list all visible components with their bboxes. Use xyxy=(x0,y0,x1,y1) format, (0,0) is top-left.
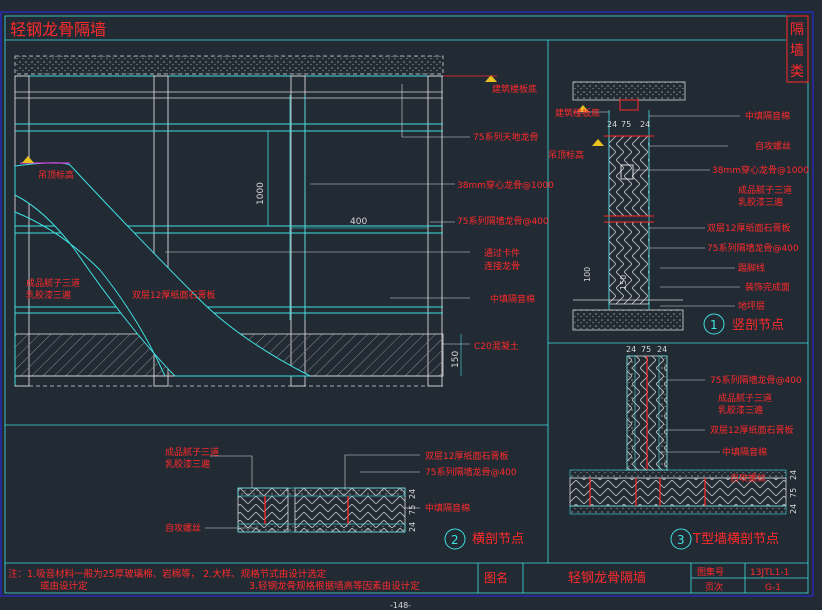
horizontal-node: 24 75 24 成品腻子三道 乳胶漆三遍 双层12厚纸面石膏板 75系列隔墙龙… xyxy=(165,446,524,550)
tlabel-insulation: 中填隔音棉 xyxy=(722,446,767,458)
tdim-side-a: 24 xyxy=(789,470,798,480)
label-clip-1: 通过卡件 xyxy=(484,247,520,259)
vlabel-ceiling: 建筑楼板底 xyxy=(555,107,600,119)
label-insulation: 中填隔音棉 xyxy=(490,293,535,305)
hnode-number: 2 xyxy=(451,533,459,547)
atlas-no-label: 图集号 xyxy=(697,566,724,578)
vnode-number: 1 xyxy=(710,318,718,332)
elevation-view: 1000 400 150 建筑楼板底 75系列天地龙骨 吊顶标高 38mm穿心龙… xyxy=(14,55,554,387)
vdim-a: 24 xyxy=(607,120,617,129)
hlabel-screw: 自攻螺丝 xyxy=(165,522,201,534)
hdim-a: 24 xyxy=(408,489,417,499)
dim-height: 1000 xyxy=(256,182,266,205)
vdim-b: 75 xyxy=(621,120,631,129)
inner-frame xyxy=(4,15,809,594)
hdim-c: 24 xyxy=(408,522,417,532)
label-ceiling-line: 吊顶标高 xyxy=(38,169,74,181)
page-value: G-1 xyxy=(765,583,781,593)
hlabel-insulation: 中填隔音棉 xyxy=(425,502,470,514)
tlabel-latex: 乳胶漆三遍 xyxy=(718,404,763,416)
tdim-c: 24 xyxy=(657,345,667,354)
vlabel-ceiling-line: 吊顶标高 xyxy=(548,149,584,161)
hlabel-stud: 75系列隔墙龙骨@400 xyxy=(425,466,517,478)
page-number: -148- xyxy=(390,601,411,610)
vnode-title: 竖剖节点 xyxy=(732,318,784,333)
category-char-2: 墙 xyxy=(790,43,804,59)
footer-note-1: 注：1.吸音材料一般为25厚玻璃棉、岩棉等， 2.大样、规格节式由设计选定 xyxy=(8,568,327,580)
label-latex: 乳胶漆三遍 xyxy=(26,289,71,301)
tnode-number: 3 xyxy=(677,533,685,547)
vlabel-slab: 地坪层 xyxy=(738,300,765,312)
tlabel-putty: 成品腻子三道 xyxy=(718,392,772,404)
vnode-number-circle xyxy=(703,313,725,335)
vlabel-baseboard: 踢脚线 xyxy=(738,262,765,274)
vlabel-putty: 成品腻子三道 xyxy=(738,184,792,196)
footer-note-1b: 或由设计定 xyxy=(40,580,88,592)
footer-note-2: 3.轻钢龙骨规格根据墙高等因素由设计定 xyxy=(249,580,420,592)
tdim-side-c: 24 xyxy=(789,504,798,514)
vdim-e: 150 xyxy=(619,275,628,290)
vlabel-floor: 装饰完成面 xyxy=(745,281,790,293)
t-node: 24 75 24 75系列隔墙龙骨@400 成品腻子三道 乳胶漆三遍 双层12厚… xyxy=(569,345,802,550)
vlabel-through-stud: 38mm穿心龙骨@1000 xyxy=(712,164,809,176)
outer-frame xyxy=(0,11,814,597)
label-concrete: C20混凝土 xyxy=(474,340,519,352)
vlabel-insulation: 中填隔音棉 xyxy=(745,110,790,122)
tdim-a: 24 xyxy=(626,345,636,354)
drawing-title: 轻钢龙骨隔墙 xyxy=(10,20,106,39)
atlas-no: 13JTL1-1 xyxy=(750,568,789,578)
vlabel-stud: 75系列隔墙龙骨@400 xyxy=(707,242,799,254)
label-through-stud: 38mm穿心龙骨@1000 xyxy=(457,179,554,191)
label-board: 双层12厚纸面石膏板 xyxy=(132,289,215,301)
tdim-b: 75 xyxy=(641,345,651,354)
figure-name-label: 图名 xyxy=(484,570,508,585)
footer: 注：1.吸音材料一般为25厚玻璃棉、岩棉等， 2.大样、规格节式由设计选定 或由… xyxy=(8,563,808,610)
page-label: 页次 xyxy=(705,581,723,593)
vlabel-screw: 自攻螺丝 xyxy=(755,140,791,152)
category-tab xyxy=(786,15,809,83)
tdim-side-b: 75 xyxy=(789,488,798,498)
dim-spacing: 400 xyxy=(350,217,367,227)
figure-name: 轻钢龙骨隔墙 xyxy=(568,571,646,586)
tlabel-screw: 自攻螺丝 xyxy=(730,472,766,484)
vdim-c: 24 xyxy=(640,120,650,129)
hlabel-latex: 乳胶漆三遍 xyxy=(165,458,210,470)
hlabel-board: 双层12厚纸面石膏板 xyxy=(425,450,508,462)
hnode-title: 横剖节点 xyxy=(472,532,524,547)
tnode-number-circle xyxy=(670,528,692,550)
category-char-1: 隔 xyxy=(790,22,804,38)
label-clip-2: 连接龙骨 xyxy=(484,260,520,272)
hnode-number-circle xyxy=(444,528,466,550)
label-stud: 75系列隔墙龙骨@400 xyxy=(457,215,549,227)
tlabel-stud: 75系列隔墙龙骨@400 xyxy=(710,374,802,386)
vdim-d: 100 xyxy=(583,267,592,282)
vlabel-latex: 乳胶漆三遍 xyxy=(738,196,783,208)
hdim-b: 75 xyxy=(408,505,417,515)
tlabel-board: 双层12厚纸面石膏板 xyxy=(710,424,793,436)
category-char-3: 类 xyxy=(790,64,804,80)
label-top-runner: 75系列天地龙骨 xyxy=(473,131,538,143)
tnode-title: T型墙横剖节点 xyxy=(692,532,779,547)
hlabel-putty: 成品腻子三道 xyxy=(165,446,219,458)
vertical-node: 24 75 24 100 150 建筑楼板底 吊顶标高 中填隔音棉 自攻螺丝 3… xyxy=(548,81,809,335)
label-ceiling: 建筑楼板底 xyxy=(492,83,537,95)
dim-base: 150 xyxy=(451,351,461,368)
label-putty: 成品腻子三道 xyxy=(26,277,80,289)
vlabel-board: 双层12厚纸面石膏板 xyxy=(707,222,790,234)
